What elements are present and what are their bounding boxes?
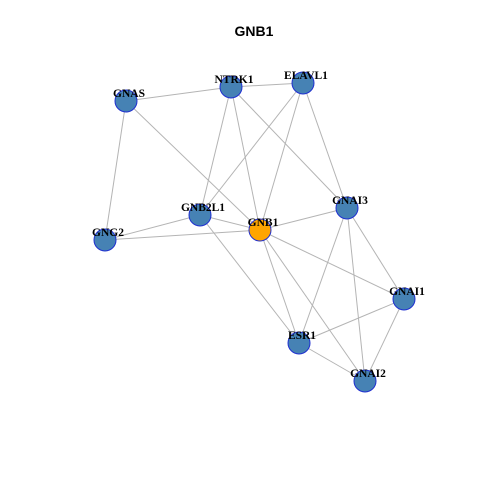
node-label-gnb1: GNB1: [248, 217, 279, 229]
edge-gnas-gng2: [104, 100, 127, 241]
node-layer: [93, 71, 416, 393]
edge-elavl1-gnai3: [302, 82, 348, 209]
edge-gnb1-esr1: [259, 229, 300, 344]
graph-title: GNB1: [235, 23, 274, 39]
edge-gng2-gnb2l1: [104, 214, 201, 241]
node-label-esr1: ESR1: [288, 330, 316, 342]
edge-elavl1-gnb2l1: [199, 82, 304, 216]
node-gnb1[interactable]: [248, 218, 272, 242]
edge-gnai3-gnai2: [346, 207, 366, 382]
node-label-ntrk1: NTRK1: [215, 74, 254, 86]
edge-gnai3-gnai1: [346, 207, 405, 300]
edge-gnai3-esr1: [298, 207, 348, 344]
edge-ntrk1-gnai3: [230, 86, 348, 209]
node-elavl1[interactable]: [291, 71, 315, 95]
node-gnas[interactable]: [114, 89, 138, 113]
edge-esr1-gnai2: [298, 342, 366, 382]
node-label-elavl1: ELAVL1: [284, 70, 328, 82]
edge-gng2-gnb1: [104, 229, 261, 241]
edge-ntrk1-gnb2l1: [199, 86, 232, 216]
node-label-gnai1: GNAI1: [389, 286, 425, 298]
edge-gnai1-esr1: [298, 298, 405, 344]
edge-gnb2l1-esr1: [199, 214, 300, 344]
edge-layer: [104, 82, 405, 382]
node-gnai2[interactable]: [353, 369, 377, 393]
node-label-gnas: GNAS: [113, 88, 145, 100]
edge-ntrk1-gnb1: [230, 86, 261, 231]
edge-elavl1-gnb1: [259, 82, 304, 231]
node-gnai1[interactable]: [392, 287, 416, 311]
edge-gnas-gnb1: [125, 100, 261, 231]
node-gnb2l1[interactable]: [188, 203, 212, 227]
edge-gnas-ntrk1: [125, 86, 232, 102]
node-label-gng2: GNG2: [92, 227, 124, 239]
edge-ntrk1-elavl1: [230, 82, 304, 88]
node-esr1[interactable]: [287, 331, 311, 355]
node-label-gnai3: GNAI3: [332, 195, 368, 207]
node-label-gnai2: GNAI2: [350, 368, 386, 380]
node-gng2[interactable]: [93, 228, 117, 252]
edge-gnb1-gnai3: [259, 207, 348, 231]
node-gnai3[interactable]: [335, 196, 359, 220]
node-label-gnb2l1: GNB2L1: [181, 202, 225, 214]
edge-gnai1-gnai2: [364, 298, 405, 382]
edge-gnb1-gnai1: [259, 229, 405, 300]
node-ntrk1[interactable]: [219, 75, 243, 99]
